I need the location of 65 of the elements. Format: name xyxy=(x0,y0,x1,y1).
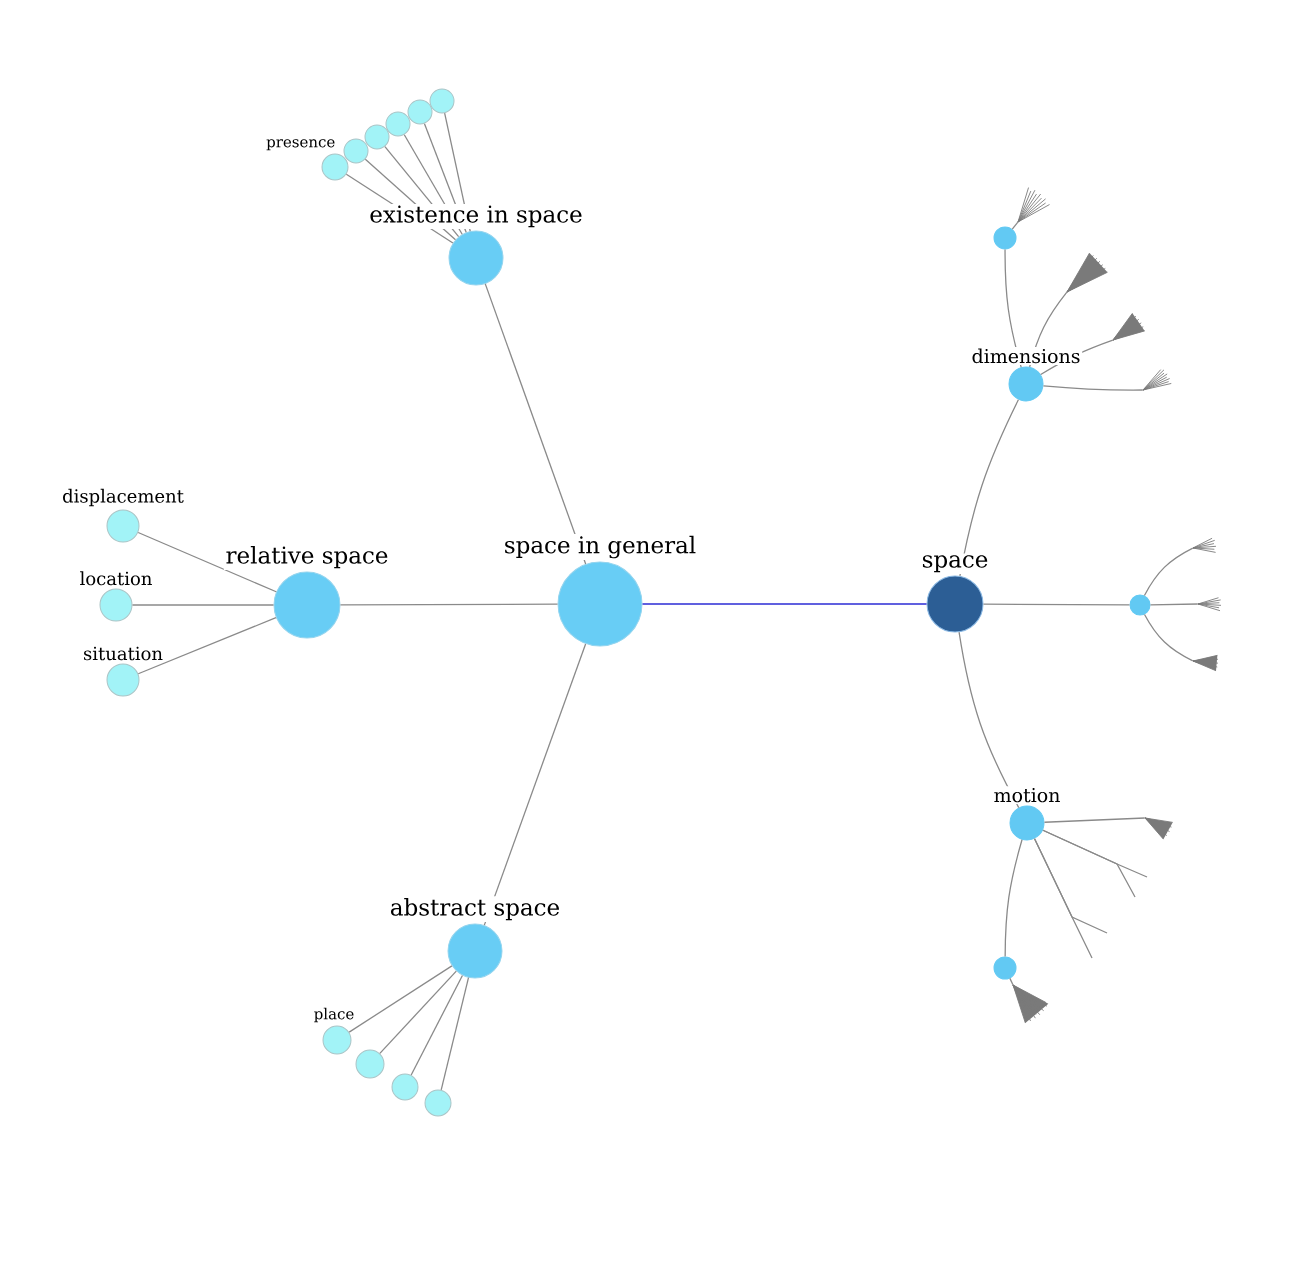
branch-line xyxy=(1042,829,1136,898)
node-circle xyxy=(429,88,455,114)
node-label: dimensions xyxy=(972,348,1080,364)
line-fan xyxy=(1112,312,1146,341)
line-fan xyxy=(1142,369,1172,391)
node-circle xyxy=(343,138,369,164)
branch-line xyxy=(1043,817,1146,823)
node-circle xyxy=(424,1089,452,1117)
branch-line xyxy=(137,617,277,675)
line-fan xyxy=(1144,817,1174,840)
line-fan xyxy=(1066,252,1108,293)
node-circle xyxy=(385,111,411,137)
node-label: displacement xyxy=(63,488,184,507)
branch-line xyxy=(1040,339,1114,376)
line-fan xyxy=(1192,537,1217,553)
branch-line xyxy=(1143,547,1194,597)
node-circle xyxy=(993,226,1017,250)
branch-line xyxy=(423,123,467,233)
branch-line xyxy=(1033,838,1093,959)
branch-line xyxy=(403,134,463,235)
branch-line xyxy=(982,603,1131,606)
branch-line xyxy=(959,399,1020,577)
branch-line xyxy=(1042,385,1144,391)
branch-line xyxy=(384,146,460,238)
branch-line xyxy=(1009,977,1014,986)
branch-line xyxy=(440,977,470,1091)
node-label: abstract space xyxy=(390,898,559,921)
node-circle xyxy=(1129,594,1151,616)
branch-line xyxy=(641,603,928,605)
node-circle xyxy=(993,956,1017,980)
branch-line xyxy=(1004,839,1023,958)
branch-line xyxy=(137,531,277,593)
branch-line xyxy=(1029,291,1068,368)
branch-line xyxy=(484,283,587,565)
node-label: space in general xyxy=(505,535,696,559)
line-fan xyxy=(1197,597,1222,612)
node-label: place xyxy=(314,1007,354,1023)
node-circle xyxy=(407,99,433,125)
branch-line xyxy=(1004,248,1022,368)
node-label: location xyxy=(80,571,152,586)
node-label: motion xyxy=(994,788,1060,803)
branch-line xyxy=(958,631,1020,809)
branch-line xyxy=(483,643,587,926)
branch-line xyxy=(348,965,453,1033)
branch-line xyxy=(131,604,275,606)
branch-line xyxy=(379,970,457,1055)
node-label: situation xyxy=(84,646,163,661)
branch-line xyxy=(339,603,559,606)
node-label: space xyxy=(922,555,988,573)
branch-line xyxy=(1149,603,1199,606)
node-circle xyxy=(364,124,390,150)
branch-line xyxy=(364,158,457,241)
branch-line xyxy=(345,173,454,244)
line-fan xyxy=(1012,984,1049,1024)
node-circle xyxy=(355,1049,385,1079)
node-label: existence in space xyxy=(370,205,582,228)
node-circle xyxy=(391,1073,419,1101)
branch-line xyxy=(1143,613,1194,662)
line-fan xyxy=(1017,187,1050,223)
branch-line xyxy=(410,974,464,1076)
line-fan xyxy=(1192,654,1219,672)
branch-line xyxy=(444,112,471,232)
node-label: relative space xyxy=(226,546,388,569)
branch-line xyxy=(1011,221,1019,230)
node-label: presence xyxy=(266,139,335,151)
